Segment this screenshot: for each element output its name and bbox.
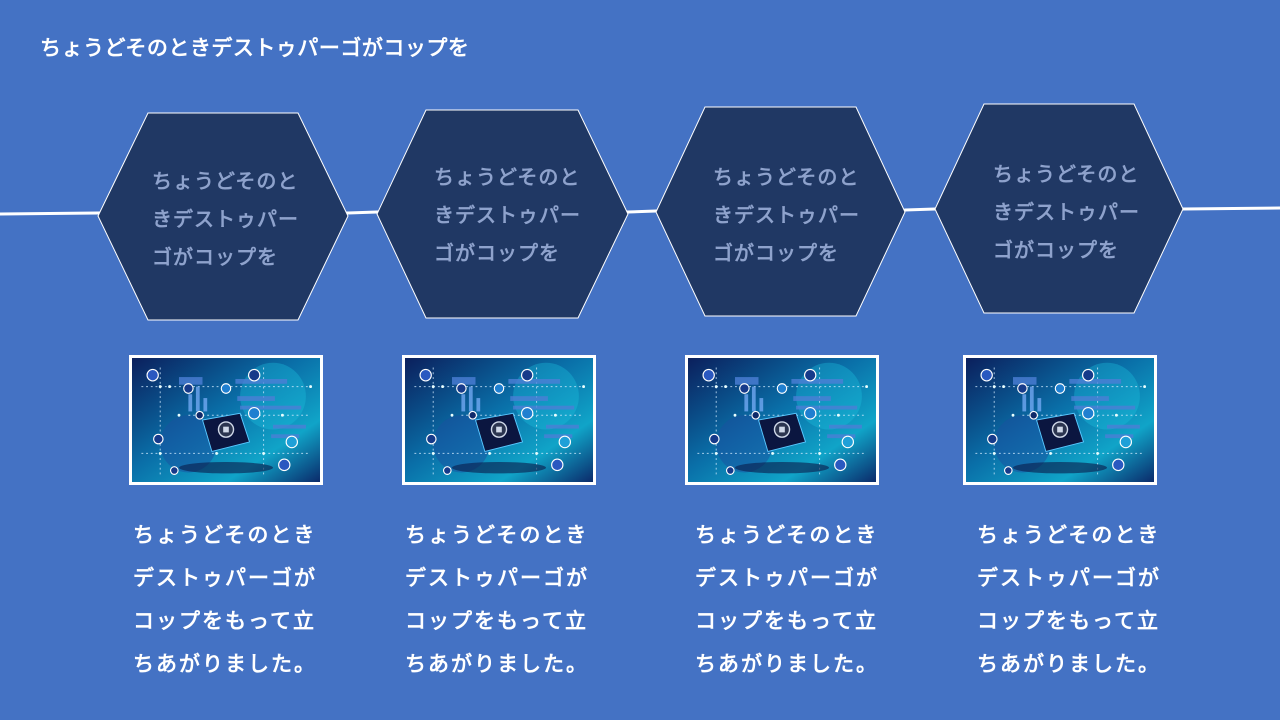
step-1-description: ちょうどそのとき デストゥパーゴが コップをもって立 ちあがりました。 — [133, 514, 333, 686]
circuit-tech-illustration — [685, 355, 879, 485]
circuit-tech-illustration — [963, 355, 1157, 485]
hexagon-1-text: ちょうどそのと きデストゥパー ゴがコップを — [152, 162, 312, 276]
hexagon-1 — [97, 112, 349, 321]
desc-line: ちあがりました。 — [977, 652, 1161, 676]
desc-line: ちょうどそのとき — [977, 523, 1161, 547]
slide-title: ちょうどそのときデストゥパーゴがコップを — [40, 36, 470, 60]
desc-line: コップをもって立 — [695, 609, 878, 633]
desc-line: デストゥパーゴが — [695, 566, 879, 590]
hex-line: ゴがコップを — [434, 241, 560, 265]
desc-line: ちょうどそのとき — [695, 523, 879, 547]
hex-line: ちょうどそのと — [713, 165, 860, 189]
desc-line: デストゥパーゴが — [133, 566, 317, 590]
desc-line: ちょうどそのとき — [133, 523, 317, 547]
hexagon-3 — [655, 106, 906, 317]
desc-line: コップをもって立 — [405, 609, 588, 633]
step-2-description: ちょうどそのとき デストゥパーゴが コップをもって立 ちあがりました。 — [405, 514, 605, 686]
desc-line: ちあがりました。 — [695, 652, 879, 676]
hexagon-3-text: ちょうどそのと きデストゥパー ゴがコップを — [713, 158, 873, 272]
circuit-tech-illustration — [402, 355, 596, 485]
hexagon-2 — [376, 109, 629, 319]
hex-line: ちょうどそのと — [993, 162, 1140, 186]
desc-line: ちょうどそのとき — [405, 523, 589, 547]
step-3-description: ちょうどそのとき デストゥパーゴが コップをもって立 ちあがりました。 — [695, 514, 895, 686]
hex-line: ゴがコップを — [152, 245, 278, 269]
hexagon-2-text: ちょうどそのと きデストゥパー ゴがコップを — [434, 158, 594, 272]
hexagon-4 — [934, 103, 1184, 314]
desc-line: ちあがりました。 — [405, 652, 589, 676]
hex-line: ゴがコップを — [993, 238, 1119, 262]
hex-line: ちょうどそのと — [152, 169, 299, 193]
hex-line: ゴがコップを — [713, 241, 839, 265]
desc-line: コップをもって立 — [133, 609, 316, 633]
hexagon-4-text: ちょうどそのと きデストゥパー ゴがコップを — [993, 155, 1153, 269]
desc-line: コップをもって立 — [977, 609, 1160, 633]
hex-line: ちょうどそのと — [434, 165, 581, 189]
desc-line: ちあがりました。 — [133, 652, 317, 676]
circuit-tech-illustration — [129, 355, 323, 485]
desc-line: デストゥパーゴが — [977, 566, 1161, 590]
step-4-description: ちょうどそのとき デストゥパーゴが コップをもって立 ちあがりました。 — [977, 514, 1177, 686]
hex-line: きデストゥパー — [434, 203, 581, 227]
hex-line: きデストゥパー — [713, 203, 860, 227]
hex-line: きデストゥパー — [993, 200, 1140, 224]
desc-line: デストゥパーゴが — [405, 566, 589, 590]
hex-line: きデストゥパー — [152, 207, 299, 231]
